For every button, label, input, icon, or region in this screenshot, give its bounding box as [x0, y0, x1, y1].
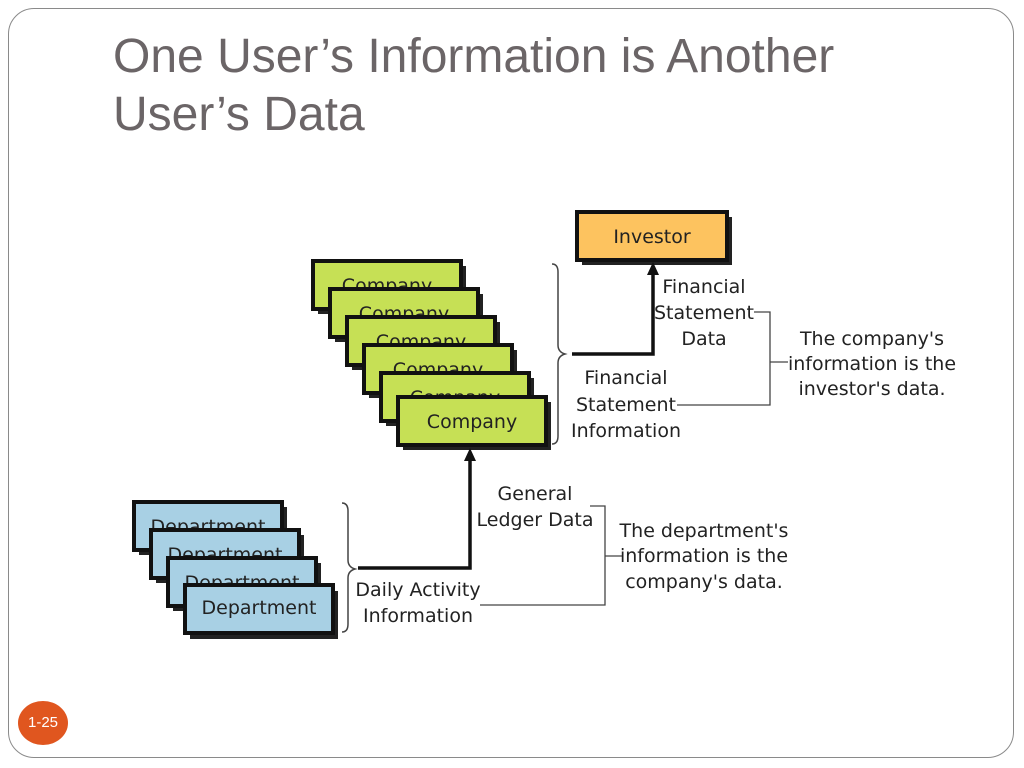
- company-box-front: Company: [396, 395, 551, 450]
- general-ledger-data-line: General: [498, 483, 573, 505]
- title-line-1: One User’s Information is Another: [113, 30, 835, 83]
- note-company-line: company's data.: [625, 571, 783, 593]
- financial-statement-data-line: Financial: [662, 276, 745, 298]
- financial-statement-information-line: Information: [571, 420, 681, 442]
- department-box-front: Department: [183, 583, 338, 639]
- financial-statement-information-line: Statement: [576, 394, 676, 416]
- arrowhead-icon: [647, 262, 659, 275]
- financial-statement-information-line: Financial: [584, 367, 667, 389]
- company-brace: [551, 263, 568, 445]
- slide-title: One User’s Information is Another User’s…: [113, 28, 973, 144]
- investor-label: Investor: [613, 226, 691, 248]
- note-company-line: The department's: [619, 520, 789, 542]
- company-to-investor-arrow: [572, 272, 655, 356]
- daily-activity-line: Information: [363, 605, 473, 627]
- company-label: Company: [427, 411, 517, 433]
- department-stack: Department Department Department Departm…: [132, 500, 338, 639]
- arrowhead-icon: [464, 448, 476, 461]
- note-company-line: information is the: [620, 545, 788, 567]
- page-number-badge: 1-25: [18, 701, 68, 745]
- connector-line: [677, 311, 771, 406]
- department-to-company-arrow: [358, 458, 472, 570]
- company-stack: Company Company Company Company Company …: [311, 259, 551, 450]
- financial-statement-data-line: Statement: [654, 302, 754, 324]
- department-brace: [341, 502, 358, 633]
- note-investor-line: information is the: [788, 353, 956, 375]
- department-label: Department: [202, 597, 317, 619]
- financial-statement-data-line: Data: [681, 328, 726, 350]
- daily-activity-line: Daily Activity: [355, 579, 480, 601]
- general-ledger-data-line: Ledger Data: [477, 509, 594, 531]
- note-investor-line: The company's: [799, 328, 944, 350]
- note-investor-line: investor's data.: [798, 378, 945, 400]
- title-line-2: User’s Data: [113, 88, 365, 141]
- investor-box: Investor: [575, 210, 732, 265]
